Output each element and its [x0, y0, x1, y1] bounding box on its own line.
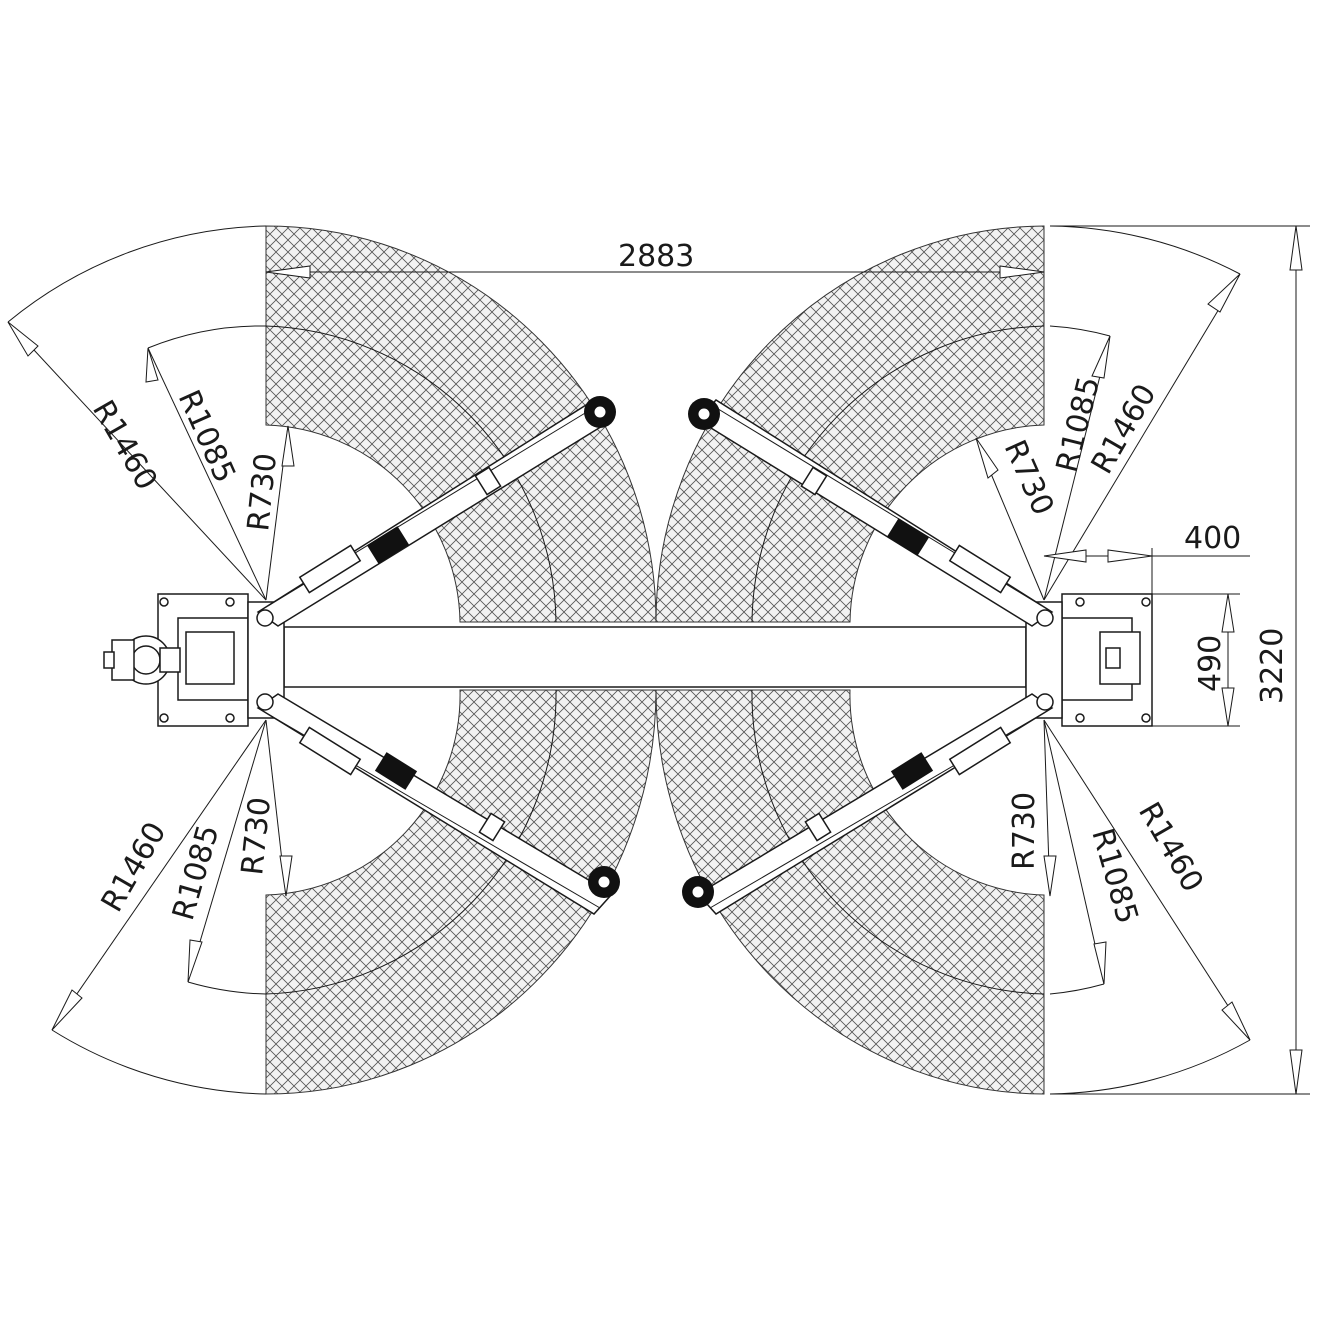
dim-overall-width [265, 265, 1045, 279]
label-column-depth: 490 [1193, 635, 1228, 692]
arm-pad-bottom-left [374, 752, 418, 790]
label-overall-width: 2883 [618, 239, 694, 274]
arm-pad-top-right [886, 518, 930, 556]
mid-arc-bottom-left [265, 689, 557, 995]
label-radius-bottom-right-inner: R730 [1007, 792, 1042, 870]
radius-dims-bottom-left [51, 719, 293, 1095]
dim-column-depth [1152, 593, 1240, 727]
radius-dims-top-right [975, 225, 1241, 601]
lift-arm-bottom-right [682, 693, 1054, 915]
label-radius-bottom-left-outer: R1460 [95, 816, 174, 918]
label-overall-depth: 3220 [1255, 628, 1290, 704]
sweep-zone-top-right [655, 225, 1045, 623]
sweep-zone-bottom-left [265, 689, 657, 1095]
radius-dims-top-left [7, 225, 295, 601]
label-column-offset: 400 [1184, 521, 1241, 556]
mid-arc-top-left [265, 325, 557, 623]
power-unit [103, 635, 181, 685]
label-radius-top-left-inner: R730 [241, 451, 284, 532]
dim-column-offset [1043, 548, 1250, 594]
sweep-zone-bottom-right [655, 689, 1045, 1095]
lift-arm-bottom-left [256, 693, 620, 915]
radius-dims-bottom-right [1043, 719, 1251, 1095]
lift-arm-top-left [256, 396, 616, 627]
label-radius-top-left-mid: R1085 [171, 385, 243, 488]
label-radius-top-right-inner: R730 [997, 435, 1061, 521]
arm-pad-top-left [366, 526, 410, 564]
sweep-zone-top-left [265, 225, 657, 623]
label-radius-bottom-left-mid: R1085 [166, 821, 226, 924]
label-radius-top-left-outer: R1460 [85, 395, 164, 497]
mid-arc-bottom-right [751, 689, 1045, 995]
lift-arm-top-right [688, 398, 1054, 627]
label-radius-bottom-left-inner: R730 [235, 795, 278, 876]
label-radius-bottom-right-outer: R1460 [1131, 797, 1210, 899]
dim-overall-depth [1050, 225, 1310, 1095]
crossbeam [283, 626, 1027, 688]
arm-pad-bottom-right [890, 752, 934, 790]
right-column [1025, 593, 1153, 727]
label-radius-bottom-right-mid: R1085 [1084, 825, 1144, 928]
mid-arc-top-right [751, 325, 1045, 623]
